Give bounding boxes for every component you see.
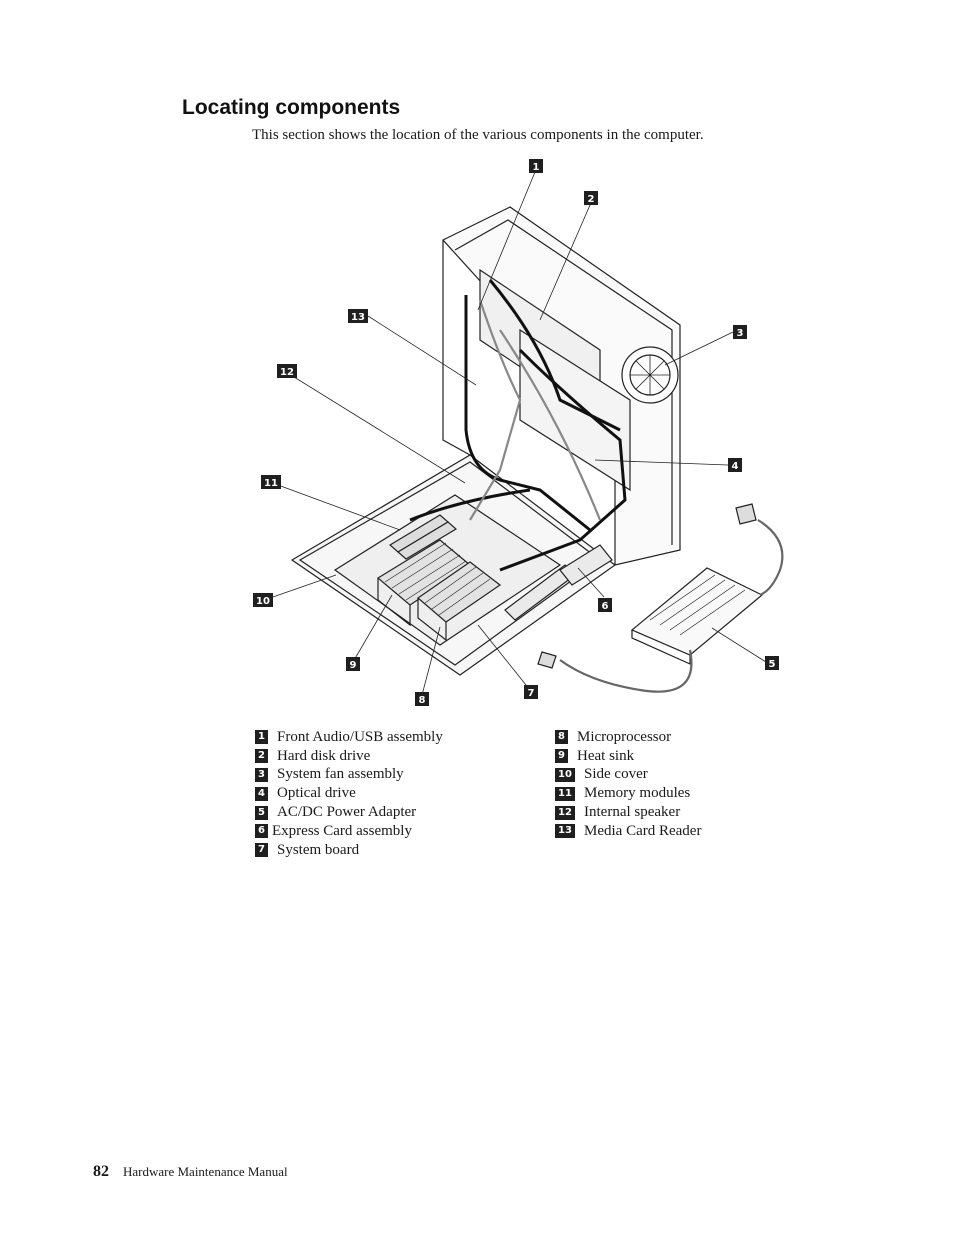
legend-item: 3 System fan assembly — [255, 766, 443, 785]
callout-11-label: 11 — [264, 478, 278, 489]
callout-6-label: 6 — [602, 601, 609, 612]
callout-2 — [584, 191, 598, 205]
callout-5-label: 5 — [769, 659, 776, 670]
callout-1 — [529, 159, 543, 173]
legend-label: AC/DC Power Adapter — [277, 804, 417, 821]
legend-label: System fan assembly — [277, 766, 404, 783]
legend-item: 7 System board — [255, 841, 443, 860]
legend-item: 1 Front Audio/USB assembly — [255, 728, 443, 747]
callout-11 — [261, 475, 281, 489]
intro-text: This section shows the location of the v… — [252, 127, 704, 143]
legend-label: Front Audio/USB assembly — [277, 728, 443, 745]
section-title: Locating components — [182, 96, 401, 119]
legend-item: 10 Side cover — [555, 766, 701, 785]
legend-number: 8 — [555, 730, 568, 745]
legend-number: 4 — [255, 786, 268, 801]
computer-illustration: 1 2 3 4 5 6 7 8 9 10 11 12 13 — [253, 159, 784, 706]
legend-label: Optical drive — [277, 785, 356, 802]
legend-item: 2 Hard disk drive — [255, 747, 443, 766]
legend-number: 5 — [255, 805, 268, 820]
callout-9 — [346, 657, 360, 671]
legend-number: 1 — [255, 730, 268, 745]
callout-6 — [598, 598, 612, 612]
callout-8-label: 8 — [419, 695, 426, 706]
legend-number: 6 — [255, 824, 268, 839]
page-number: 82 — [93, 1163, 109, 1180]
legend-item: 6 Express Card assembly — [255, 822, 443, 841]
legend-number: 12 — [555, 805, 575, 820]
callout-badges: 1 2 3 4 5 6 7 8 9 10 11 12 13 — [253, 159, 779, 706]
page-footer: 82 Hardware Maintenance Manual — [93, 1163, 288, 1181]
callout-4 — [728, 458, 742, 472]
legend-label: System board — [277, 841, 360, 858]
legend-number: 13 — [555, 824, 575, 839]
legend-label: Express Card assembly — [272, 822, 412, 839]
callout-9-label: 9 — [350, 660, 357, 671]
callout-10 — [253, 593, 273, 607]
legend-item: 5 AC/DC Power Adapter — [255, 803, 443, 822]
callout-5 — [765, 656, 779, 670]
legend-item: 13 Media Card Reader — [555, 822, 701, 841]
legend-label: Hard disk drive — [277, 747, 371, 764]
legend-label: Memory modules — [584, 785, 691, 802]
legend-number: 2 — [255, 749, 268, 764]
callout-13 — [348, 309, 368, 323]
legend-number: 10 — [555, 767, 575, 782]
callout-3 — [733, 325, 747, 339]
legend-number: 11 — [555, 786, 575, 801]
legend-label: Media Card Reader — [584, 822, 702, 839]
callout-4-label: 4 — [732, 461, 739, 472]
legend-label: Internal speaker — [584, 804, 681, 821]
callout-10-label: 10 — [256, 596, 270, 607]
callout-7-label: 7 — [528, 688, 535, 699]
legend-label: Microprocessor — [577, 728, 672, 745]
legend-number: 7 — [255, 843, 268, 858]
legend-item: 9 Heat sink — [555, 747, 701, 766]
legend-number: 3 — [255, 767, 268, 782]
legend-label: Side cover — [584, 766, 648, 783]
legend-label: Heat sink — [577, 747, 635, 764]
legend-number: 9 — [555, 749, 568, 764]
legend-item: 11 Memory modules — [555, 784, 701, 803]
manual-title: Hardware Maintenance Manual — [123, 1164, 288, 1179]
callout-2-label: 2 — [588, 194, 595, 205]
callout-7 — [524, 685, 538, 699]
callout-12 — [277, 364, 297, 378]
callout-8 — [415, 692, 429, 706]
legend-left: 1 Front Audio/USB assembly 2 Hard disk dri… — [255, 728, 443, 860]
callout-1-label: 1 — [533, 162, 540, 173]
callout-12-label: 12 — [280, 367, 294, 378]
legend-item: 8 Microprocessor — [555, 728, 701, 747]
legend-item: 4 Optical drive — [255, 784, 443, 803]
callout-3-label: 3 — [737, 328, 744, 339]
computer-diagram: 1 2 3 4 5 6 7 8 9 10 11 12 13 — [240, 155, 800, 710]
callout-13-label: 13 — [351, 312, 365, 323]
legend-item: 12 Internal speaker — [555, 803, 701, 822]
